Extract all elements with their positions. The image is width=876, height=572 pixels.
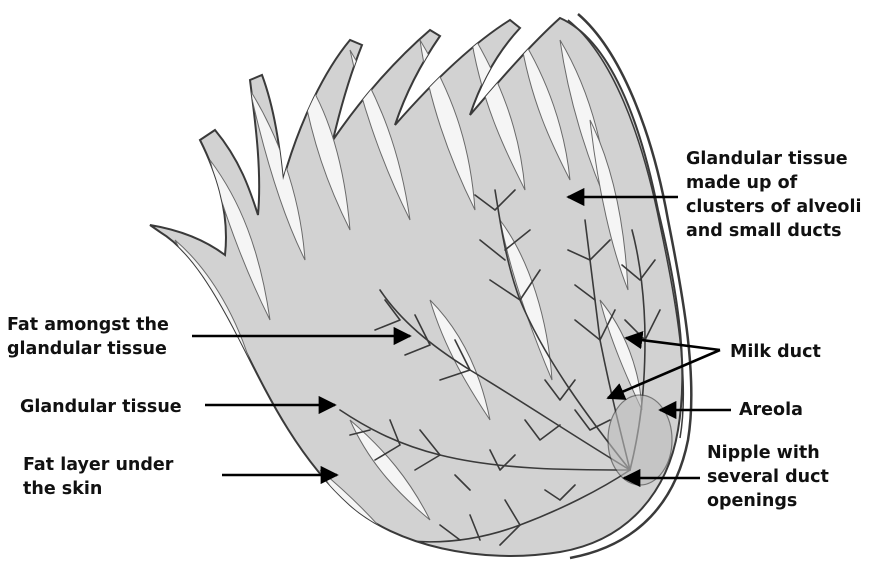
label-fat-layer: Fat layer under the skin: [23, 453, 173, 501]
label-milk-duct: Milk duct: [730, 340, 821, 364]
label-areola: Areola: [739, 398, 803, 422]
label-glandular-tissue-clusters: Glandular tissue made up of clusters of …: [686, 147, 861, 243]
areola-region: [608, 395, 672, 485]
label-glandular-tissue: Glandular tissue: [20, 395, 182, 419]
label-nipple: Nipple with several duct openings: [707, 441, 829, 513]
label-fat-amongst-glandular: Fat amongst the glandular tissue: [7, 313, 169, 361]
breast-body: [150, 14, 691, 558]
